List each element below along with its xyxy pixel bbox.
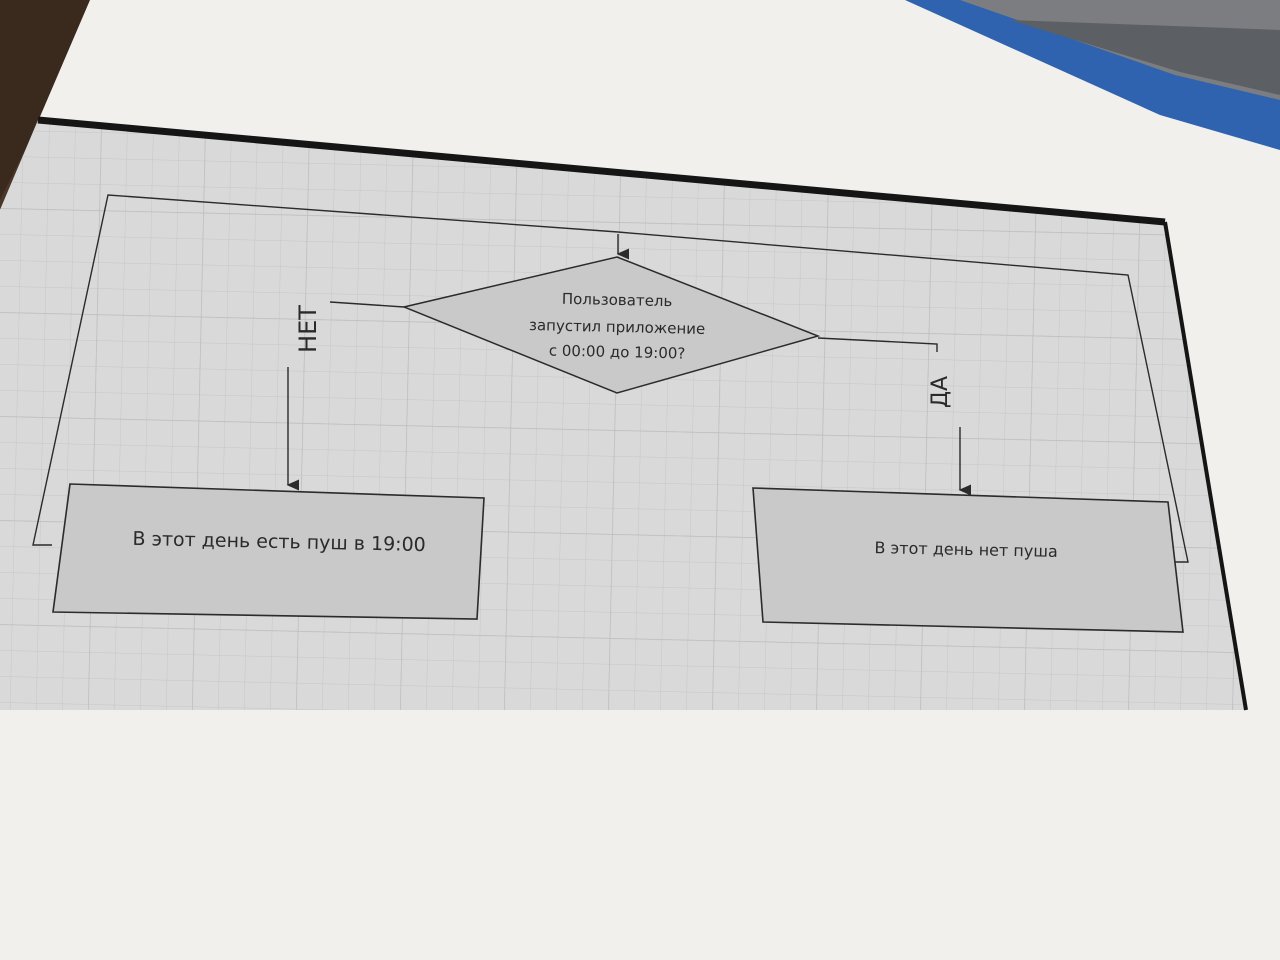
- decision-line-2: запустил приложение: [529, 316, 706, 338]
- yes-branch-line: [817, 337, 960, 490]
- no-branch-label: НЕТ: [294, 305, 322, 353]
- box-right-text: В этот день нет пуша: [874, 538, 1058, 561]
- no-branch-line: [288, 301, 405, 485]
- decision-line-3: с 00:00 до 19:00?: [549, 341, 686, 362]
- yes-branch-label: ДА: [928, 376, 953, 408]
- top-border: [37, 116, 1166, 226]
- box-left: [52, 483, 485, 620]
- laptop-corner: [900, 0, 1280, 150]
- box-right: [752, 487, 1184, 633]
- table-shadow: [0, 0, 130, 200]
- decision-line-1: Пользователь: [562, 290, 673, 311]
- right-border: [1163, 221, 1248, 711]
- loop-line: [32, 194, 1189, 563]
- decision-diamond: [401, 256, 821, 394]
